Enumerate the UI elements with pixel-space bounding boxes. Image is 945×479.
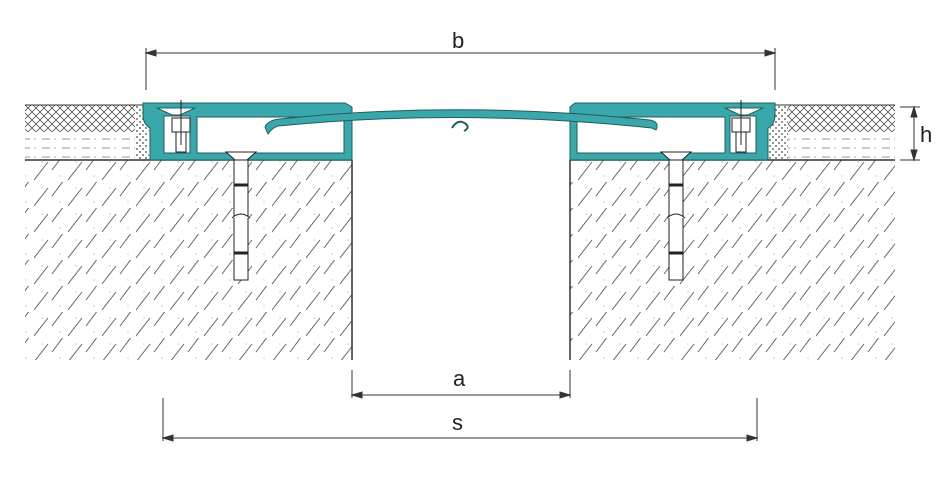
- anchor-left-icon: [224, 151, 258, 281]
- dimension-h: [900, 105, 920, 162]
- label-s: s: [452, 410, 463, 435]
- floor-covering-right: [760, 104, 895, 160]
- concrete-left: [25, 159, 353, 360]
- dimension-s: [161, 398, 759, 442]
- label-a: a: [453, 366, 466, 391]
- concrete-right: [569, 159, 895, 360]
- dimension-b: [144, 48, 777, 90]
- floor-covering-left: [25, 104, 150, 160]
- cover-plate: [264, 109, 658, 136]
- screw-right-icon: [731, 100, 751, 153]
- anchor-right-icon: [659, 151, 693, 281]
- screw-left-icon: [171, 100, 191, 153]
- label-b: b: [452, 28, 464, 53]
- label-h: h: [920, 122, 932, 147]
- dimension-a: [350, 370, 572, 399]
